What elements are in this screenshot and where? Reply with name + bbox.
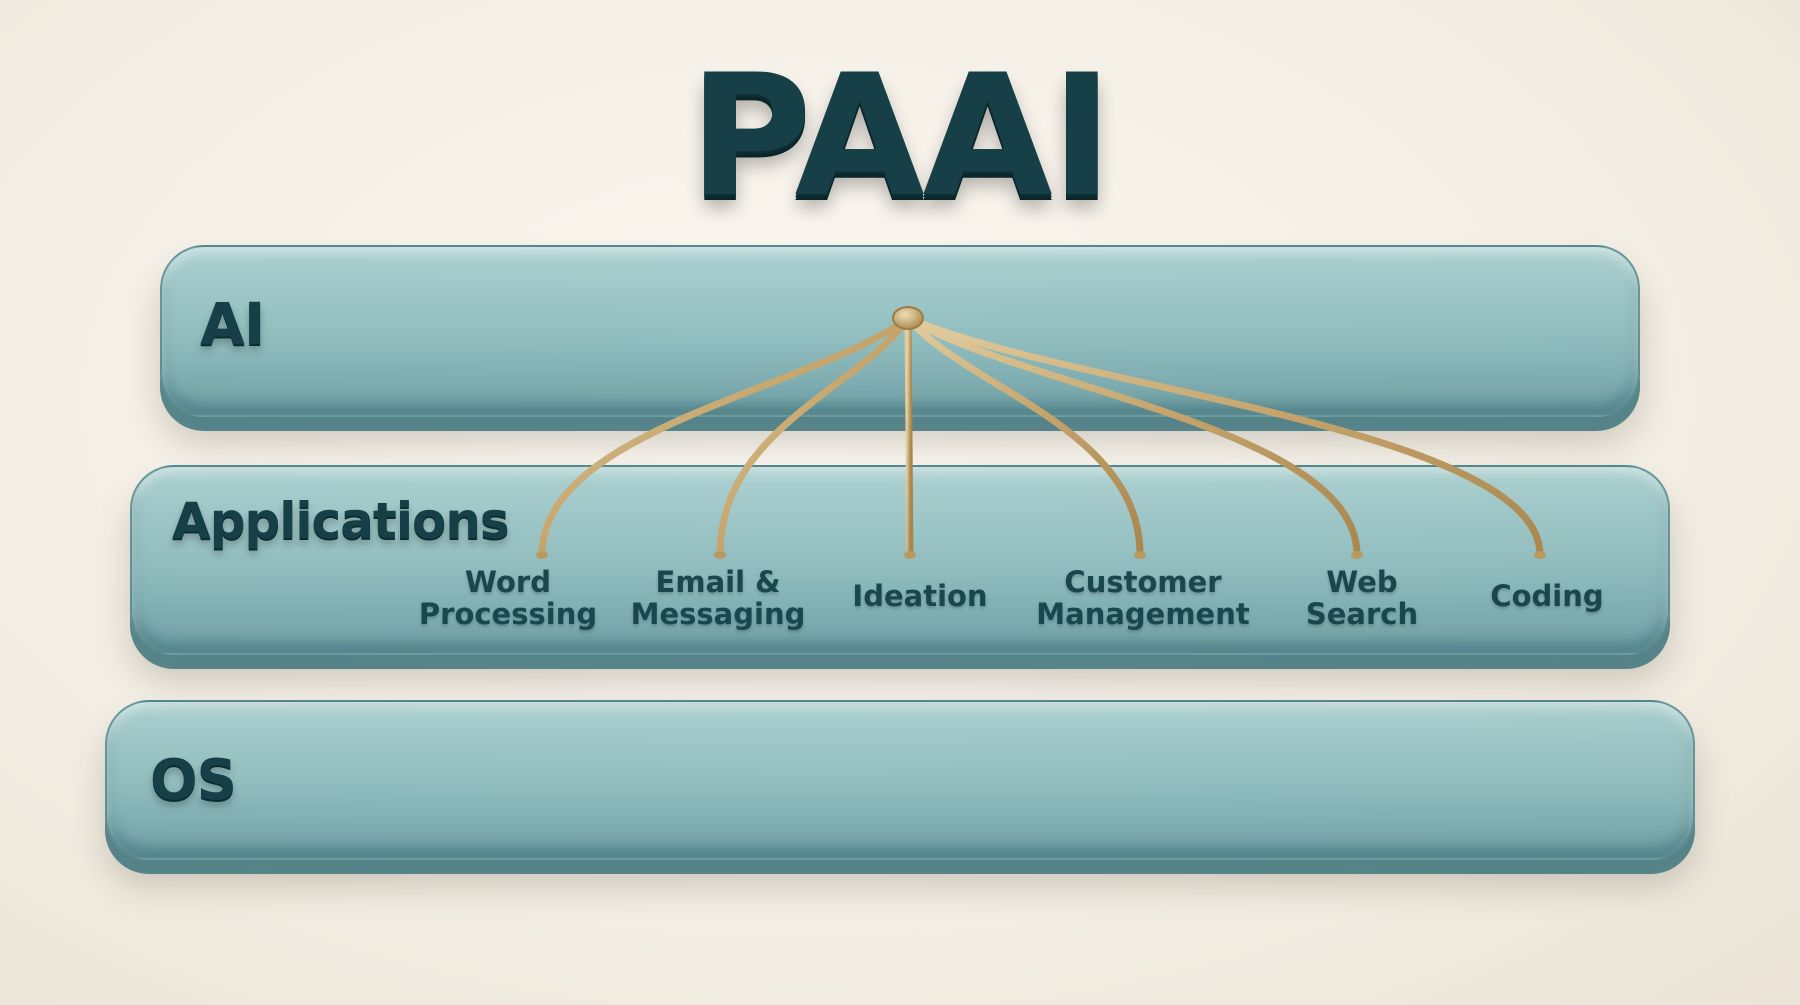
application-item: Word Processing xyxy=(418,565,598,631)
application-item: Email & Messaging xyxy=(630,565,806,631)
connector-wire-end xyxy=(1351,551,1363,559)
diagram-title: PAAI xyxy=(688,38,1113,234)
applications-layer xyxy=(130,465,1670,655)
application-item: Coding xyxy=(1490,579,1604,613)
connector-wire-end xyxy=(536,551,548,559)
application-item: Customer Management xyxy=(1036,565,1250,631)
connector-hub xyxy=(892,306,924,330)
connector-wire-end xyxy=(1534,551,1546,559)
connector-wire-end xyxy=(714,551,726,559)
connector-wire xyxy=(716,314,912,559)
connector-wire xyxy=(904,314,1144,559)
os-layer xyxy=(105,700,1695,860)
ai-layer-label: AI xyxy=(200,290,265,358)
connector-wire xyxy=(538,314,912,559)
connector-wire-end xyxy=(1134,551,1146,559)
connector-wire xyxy=(904,314,1361,559)
connector-wire-end xyxy=(904,551,916,559)
connector-wire xyxy=(904,314,1544,559)
connector-wire xyxy=(904,314,914,559)
applications-layer-label: Applications xyxy=(172,492,510,550)
application-item: Ideation xyxy=(852,579,988,613)
application-item: Web Search xyxy=(1305,565,1419,631)
os-layer-label: OS xyxy=(150,748,237,813)
